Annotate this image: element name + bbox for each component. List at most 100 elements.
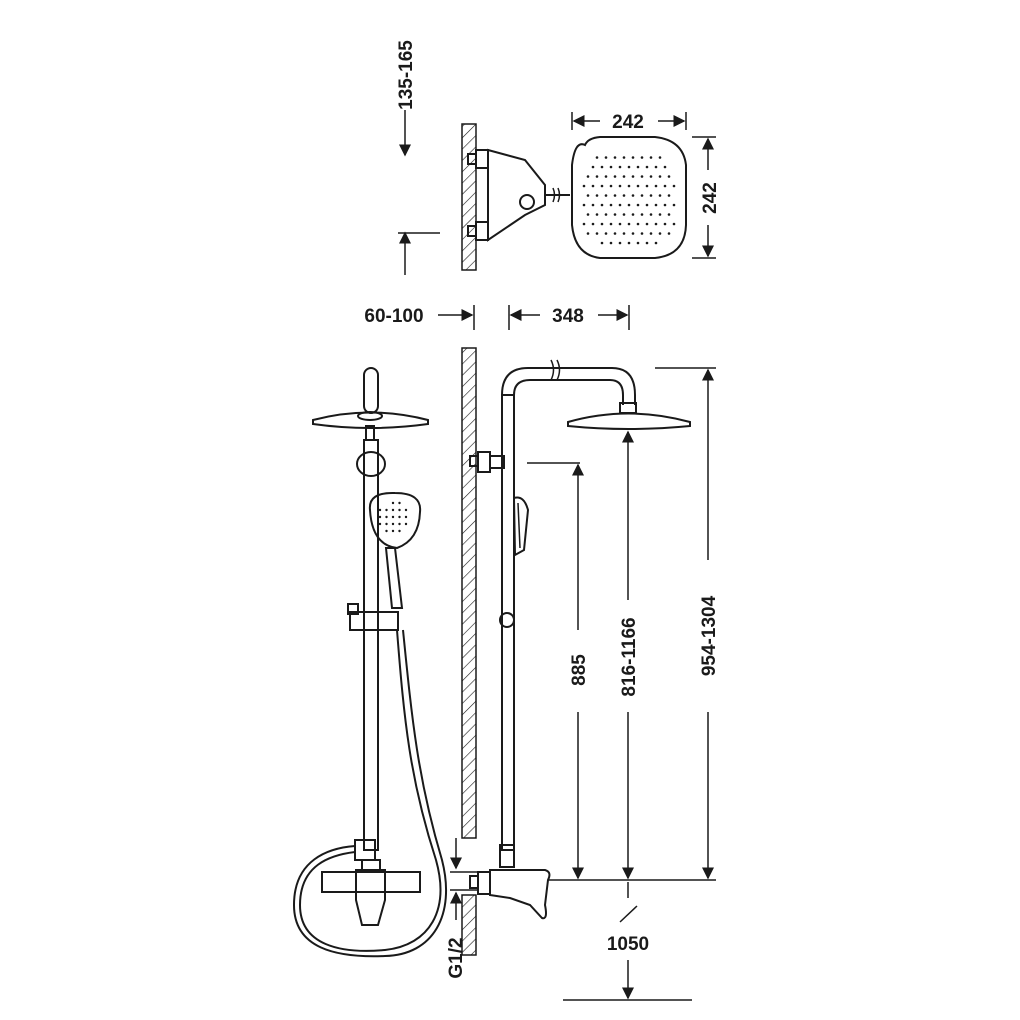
hand-nozzle-dot bbox=[398, 529, 401, 533]
mixer-height-dimension: 1050 bbox=[548, 879, 716, 1001]
nozzle-dot bbox=[654, 203, 658, 207]
nozzle-dot bbox=[582, 184, 586, 188]
nozzle-dot bbox=[591, 184, 595, 188]
nozzle-dot bbox=[613, 156, 617, 159]
hand-nozzle-dot bbox=[385, 529, 388, 533]
nozzle-dot bbox=[627, 203, 631, 207]
nozzle-dot bbox=[604, 194, 608, 197]
nozzle-dot bbox=[636, 241, 640, 245]
nozzle-dot bbox=[627, 184, 631, 188]
nozzle-dot bbox=[627, 165, 631, 169]
nozzle-dot bbox=[658, 194, 662, 197]
total-height-dimension: 954-1304 bbox=[655, 367, 720, 880]
wall-section-top bbox=[461, 123, 477, 271]
hand-nozzle-dot bbox=[398, 522, 401, 526]
nozzle-dot bbox=[600, 203, 604, 207]
head-depth-dimension: 242 bbox=[692, 136, 721, 259]
arm-reach-label: 348 bbox=[552, 306, 584, 327]
nozzle-dot bbox=[667, 213, 671, 216]
nozzle-dot bbox=[640, 194, 644, 197]
wall-section-side bbox=[461, 347, 477, 839]
hand-nozzle-dot bbox=[385, 508, 388, 512]
hand-nozzle-dot bbox=[391, 501, 395, 505]
hand-nozzle-dot bbox=[391, 508, 395, 512]
nozzle-dot bbox=[667, 175, 671, 178]
inlet-spacing-label: 60-100 bbox=[364, 306, 423, 327]
mixer-front bbox=[321, 839, 421, 926]
nozzle-dot bbox=[609, 241, 613, 245]
nozzle-dot bbox=[609, 222, 613, 226]
inlet-spacing-dimension: 60-100 bbox=[364, 305, 475, 330]
nozzle-dot bbox=[595, 194, 599, 197]
nozzle-dot bbox=[649, 213, 653, 216]
nozzle-dot bbox=[591, 222, 595, 226]
nozzle-dot bbox=[600, 222, 604, 226]
nozzle-dot bbox=[595, 232, 599, 235]
hand-nozzle-dot bbox=[398, 508, 401, 512]
hand-nozzle-dot bbox=[404, 515, 408, 519]
hand-nozzle-dot bbox=[391, 522, 395, 526]
nozzle-dot bbox=[604, 213, 608, 216]
top-view: 135-165 242 bbox=[396, 40, 721, 275]
nozzle-dot bbox=[622, 213, 626, 216]
hand-nozzle-dot bbox=[378, 522, 382, 526]
slide-height-dimension: 885 bbox=[527, 462, 590, 880]
hand-nozzle-dot bbox=[398, 515, 401, 519]
nozzle-dot bbox=[654, 165, 658, 169]
nozzle-dot bbox=[622, 175, 626, 178]
nozzle-dot bbox=[640, 156, 644, 159]
nozzle-dot bbox=[658, 213, 662, 216]
nozzle-dot bbox=[640, 232, 644, 235]
nozzle-dot bbox=[636, 165, 640, 169]
head-width-dimension: 242 bbox=[571, 112, 687, 133]
nozzle-dot bbox=[604, 232, 608, 235]
inlet-thread-label: G1/2 bbox=[446, 937, 467, 978]
nozzle-dot bbox=[609, 165, 613, 169]
hand-nozzle-dot bbox=[378, 515, 382, 519]
arm-reach-dimension: 348 bbox=[508, 305, 630, 330]
nozzle-dot bbox=[600, 165, 604, 169]
nozzle-dot bbox=[645, 203, 649, 207]
nozzle-dot bbox=[672, 184, 676, 188]
nozzle-dot bbox=[645, 184, 649, 188]
nozzle-dot bbox=[658, 175, 662, 178]
nozzle-dot bbox=[649, 232, 653, 235]
wall-offset-label: 135-165 bbox=[396, 40, 417, 110]
nozzle-dot bbox=[618, 184, 622, 188]
mixer-height-label: 1050 bbox=[607, 934, 649, 955]
nozzle-dot bbox=[631, 194, 635, 197]
nozzle-dot bbox=[582, 203, 586, 207]
nozzle-dot bbox=[663, 203, 667, 207]
wall-offset-dimension: 135-165 bbox=[396, 40, 440, 275]
nozzle-dot bbox=[622, 156, 626, 159]
nozzle-dot bbox=[636, 203, 640, 207]
nozzle-dot bbox=[609, 203, 613, 207]
nozzle-dot bbox=[649, 156, 653, 159]
nozzle-dot bbox=[658, 156, 662, 159]
slide-height-label: 885 bbox=[569, 654, 590, 686]
nozzle-dots bbox=[582, 156, 676, 245]
nozzle-dot bbox=[636, 222, 640, 226]
nozzle-dot bbox=[586, 194, 590, 197]
nozzle-dot bbox=[586, 213, 590, 216]
nozzle-dot bbox=[658, 232, 662, 235]
nozzle-dot bbox=[618, 203, 622, 207]
nozzle-dot bbox=[618, 222, 622, 226]
nozzle-dot bbox=[645, 222, 649, 226]
nozzle-dot bbox=[613, 213, 617, 216]
nozzle-dot bbox=[654, 222, 658, 226]
wall-section-side-low bbox=[461, 894, 477, 956]
hand-nozzle-dot bbox=[404, 508, 408, 512]
inlet-thread-dimension: G1/2 bbox=[446, 838, 478, 979]
hand-nozzle-dot bbox=[378, 508, 382, 512]
head-height-dimension: 816-1166 bbox=[619, 430, 640, 880]
nozzle-dot bbox=[613, 232, 617, 235]
nozzle-dot bbox=[654, 241, 658, 245]
nozzle-dot bbox=[622, 194, 626, 197]
nozzle-dot bbox=[591, 203, 595, 207]
total-height-label: 954-1304 bbox=[699, 595, 720, 676]
nozzle-dot bbox=[631, 232, 635, 235]
hand-nozzle-dot bbox=[398, 501, 401, 505]
hand-shower-nozzles bbox=[378, 501, 408, 533]
